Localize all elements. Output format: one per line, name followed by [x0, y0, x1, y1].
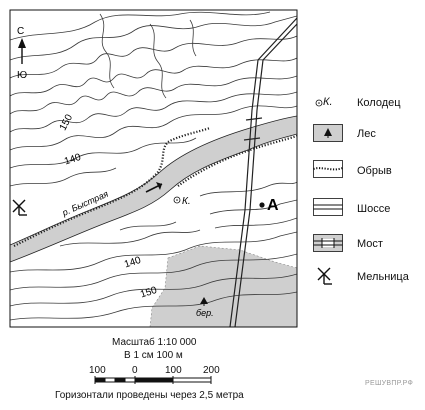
forest-type-label: бер. [196, 308, 214, 318]
scale-tick-100: 100 [165, 365, 182, 376]
highway-legend-label: Шоссе [357, 203, 391, 215]
map-frame [9, 9, 298, 328]
well-legend-label: Колодец [357, 97, 401, 109]
compass-arrow [18, 38, 26, 64]
cliff-line-south [177, 134, 297, 187]
contour-label-140-north: 140 [63, 152, 83, 168]
cliff-line [13, 126, 211, 247]
river-flow-arrow [145, 182, 163, 193]
mill-icon [12, 199, 27, 216]
contour-label-140-south: 140 [123, 255, 143, 271]
forest-legend-icon [313, 124, 343, 142]
compass-south-label: Ю [17, 70, 27, 81]
scale-tick-100-left: 100 [89, 365, 106, 376]
map-area [10, 11, 297, 327]
bridge-legend-label: Мост [357, 238, 383, 250]
well-marker [173, 196, 181, 204]
point-a-label: А [267, 197, 279, 214]
bridge-legend-icon [313, 234, 343, 252]
well-legend-symbol: К. [323, 96, 333, 108]
well-label: К. [182, 196, 191, 207]
tree-icon [200, 297, 208, 306]
mill-legend-icon [317, 267, 332, 285]
scale-tick-0: 0 [132, 365, 138, 376]
bridge [243, 117, 263, 141]
contour-lines [10, 11, 297, 321]
cliff-legend-label: Обрыв [357, 165, 392, 177]
forest-area [149, 245, 297, 327]
highway-legend-icon [313, 198, 343, 216]
scale-ratio: В 1 см 100 м [124, 350, 183, 361]
cliff-legend-icon [313, 160, 343, 178]
point-a-marker [259, 202, 265, 208]
scale-tick-200: 200 [203, 365, 220, 376]
forest-legend-label: Лес [357, 128, 376, 140]
well-legend-icon [315, 99, 323, 107]
mill-legend-label: Мельница [357, 271, 409, 283]
highway [229, 17, 297, 327]
contour-interval-note: Горизонтали проведены через 2,5 метра [55, 390, 244, 401]
contour-label-150-south: 150 [139, 285, 159, 301]
compass-north-label: С [17, 26, 24, 37]
watermark: РЕШУВПР.РФ [365, 380, 414, 387]
scale-title: Масштаб 1:10 000 [112, 337, 197, 348]
